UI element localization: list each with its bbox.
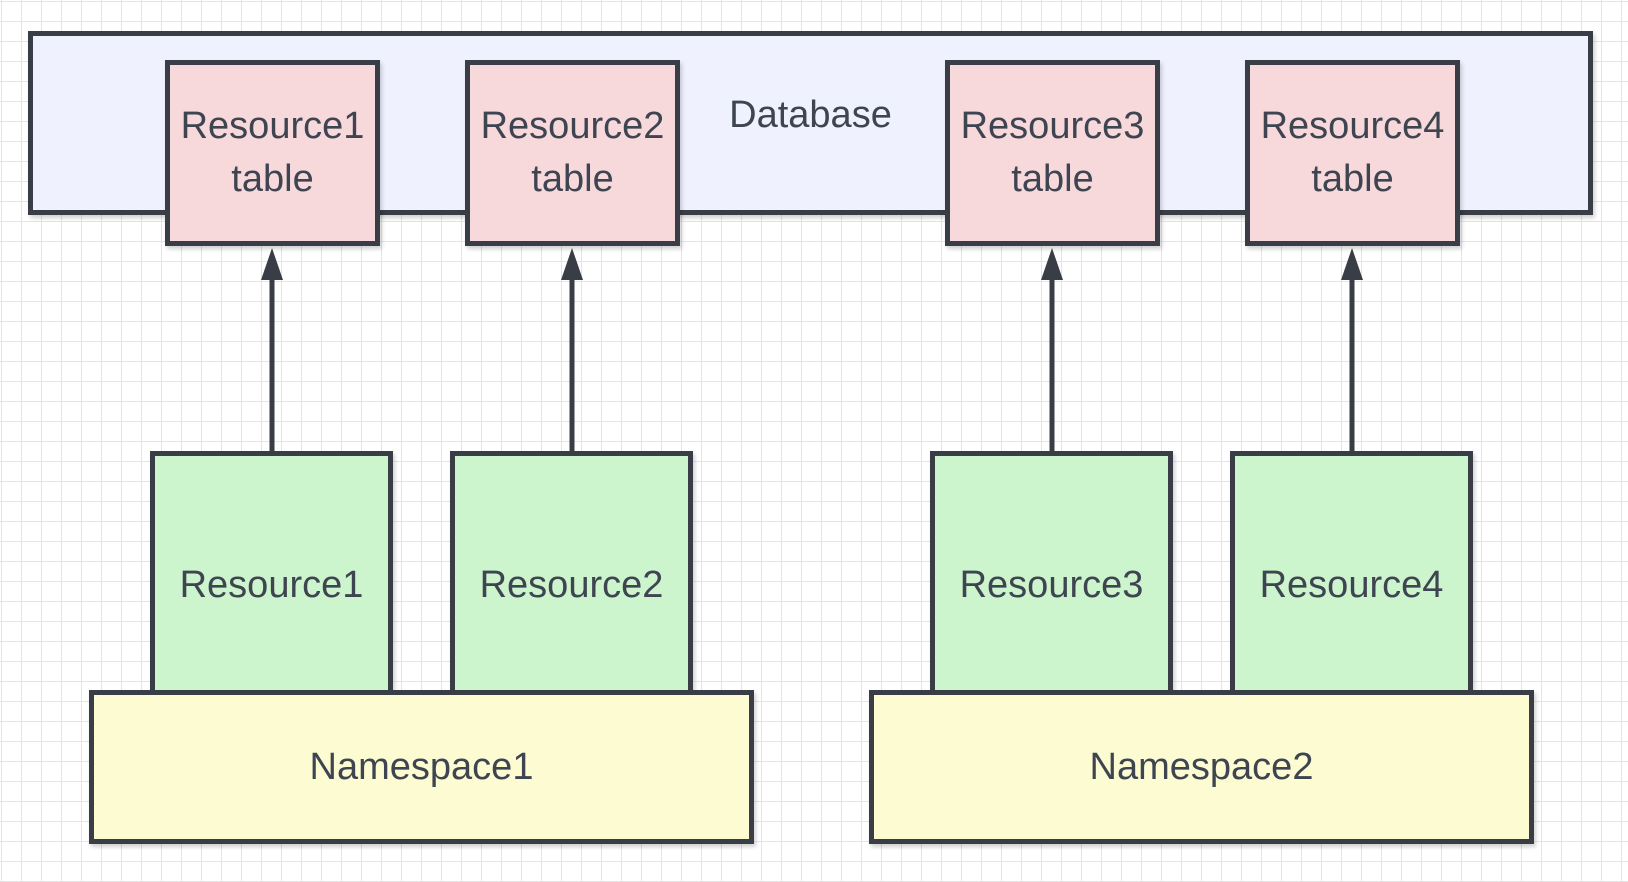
resource3-table-box[interactable]: Resource3 table (945, 60, 1160, 246)
resource2-table-label-line1: Resource2 (480, 105, 665, 147)
database-label: Database (729, 94, 892, 136)
resource2-label: Resource2 (479, 564, 664, 606)
namespace2-label: Namespace2 (1089, 745, 1314, 788)
resource2-table-box[interactable]: Resource2 table (465, 60, 680, 246)
resource4-box[interactable]: Resource4 (1230, 451, 1473, 696)
resource1-table-box[interactable]: Resource1 table (165, 60, 380, 246)
resource4-label: Resource4 (1259, 564, 1444, 606)
namespace2-box[interactable]: Namespace2 (869, 690, 1534, 844)
arrowhead-resource2-table (561, 248, 583, 280)
resource3-box[interactable]: Resource3 (930, 451, 1173, 696)
arrowhead-resource4-table (1341, 248, 1363, 280)
resource1-label: Resource1 (179, 564, 364, 606)
resource2-table-label-line2: table (531, 158, 614, 200)
resource1-box[interactable]: Resource1 (150, 451, 393, 696)
resource2-box[interactable]: Resource2 (450, 451, 693, 696)
resource4-table-label-line1: Resource4 (1260, 105, 1445, 147)
resource4-table-box[interactable]: Resource4 table (1245, 60, 1460, 246)
resource3-label: Resource3 (959, 564, 1144, 606)
arrowhead-resource1-table (261, 248, 283, 280)
resource1-table-label-line1: Resource1 (180, 105, 365, 147)
resource1-table-label-line2: table (231, 158, 314, 200)
namespace1-box[interactable]: Namespace1 (89, 690, 754, 844)
resource3-table-label-line1: Resource3 (960, 105, 1145, 147)
resource3-table-label-line2: table (1011, 158, 1094, 200)
arrowhead-resource3-table (1041, 248, 1063, 280)
resource4-table-label-line2: table (1311, 158, 1394, 200)
namespace1-label: Namespace1 (309, 745, 534, 788)
